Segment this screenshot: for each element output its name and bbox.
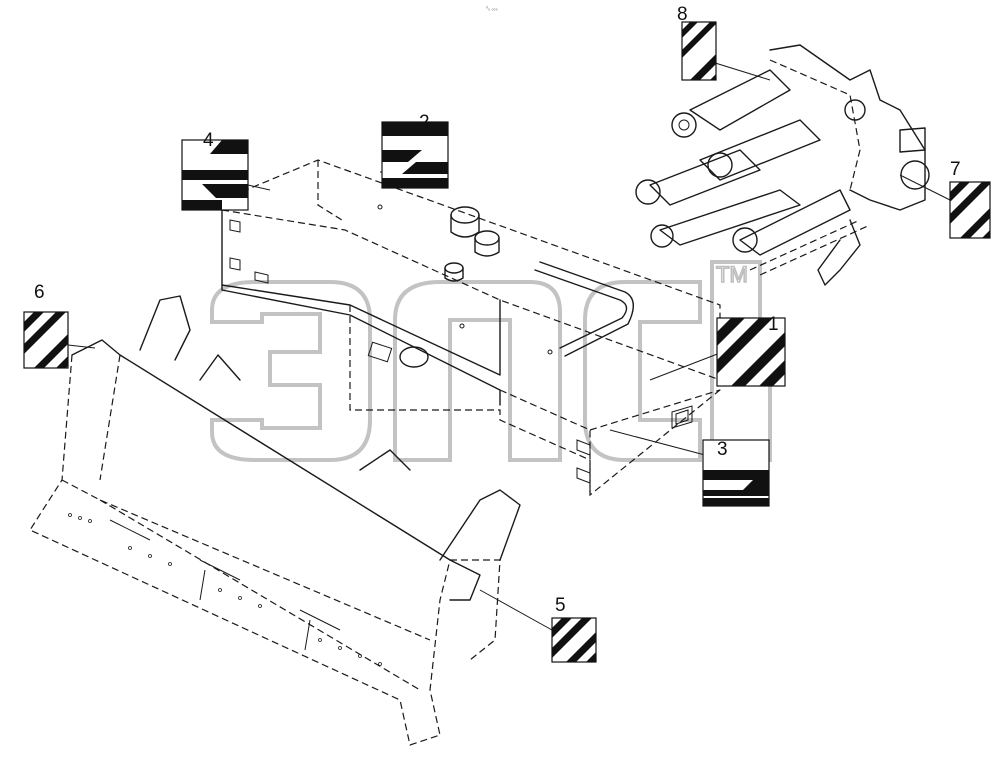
header-code: ⁰₀ ₀₀₀: [486, 6, 498, 12]
decal-3-horizontal-stripe-icon[interactable]: [702, 439, 770, 507]
decal-5-diagonal-stripe-icon[interactable]: [551, 617, 597, 663]
blade-bolt-holes: [68, 513, 382, 666]
callout-label-1: 1: [768, 314, 779, 335]
decal-6-diagonal-stripe-icon[interactable]: [23, 311, 69, 369]
watermark-trademark: TM: [716, 262, 748, 287]
callout-label-3: 3: [717, 439, 728, 460]
callout-label-6: 6: [34, 282, 45, 303]
callout-label-4: 4: [203, 130, 214, 151]
leader-lines: [67, 61, 951, 631]
decal-8-diagonal-stripe-icon[interactable]: [681, 21, 717, 81]
watermark-logo: TM: [210, 260, 772, 462]
decal-2-horizontal-stripe-icon[interactable]: [381, 121, 449, 189]
decal-4-horizontal-stripe-icon[interactable]: [181, 139, 249, 211]
callout-label-2: 2: [419, 112, 430, 133]
dozer-blade: [29, 295, 521, 746]
decal-7-diagonal-stripe-icon[interactable]: [949, 181, 991, 239]
ripper-assembly: [635, 44, 930, 286]
decal-1-diagonal-stripe-icon[interactable]: [716, 317, 786, 387]
tank-assembly: [221, 159, 721, 497]
callout-label-7: 7: [950, 159, 961, 180]
callout-label-5: 5: [555, 595, 566, 616]
callout-label-8: 8: [677, 4, 688, 25]
